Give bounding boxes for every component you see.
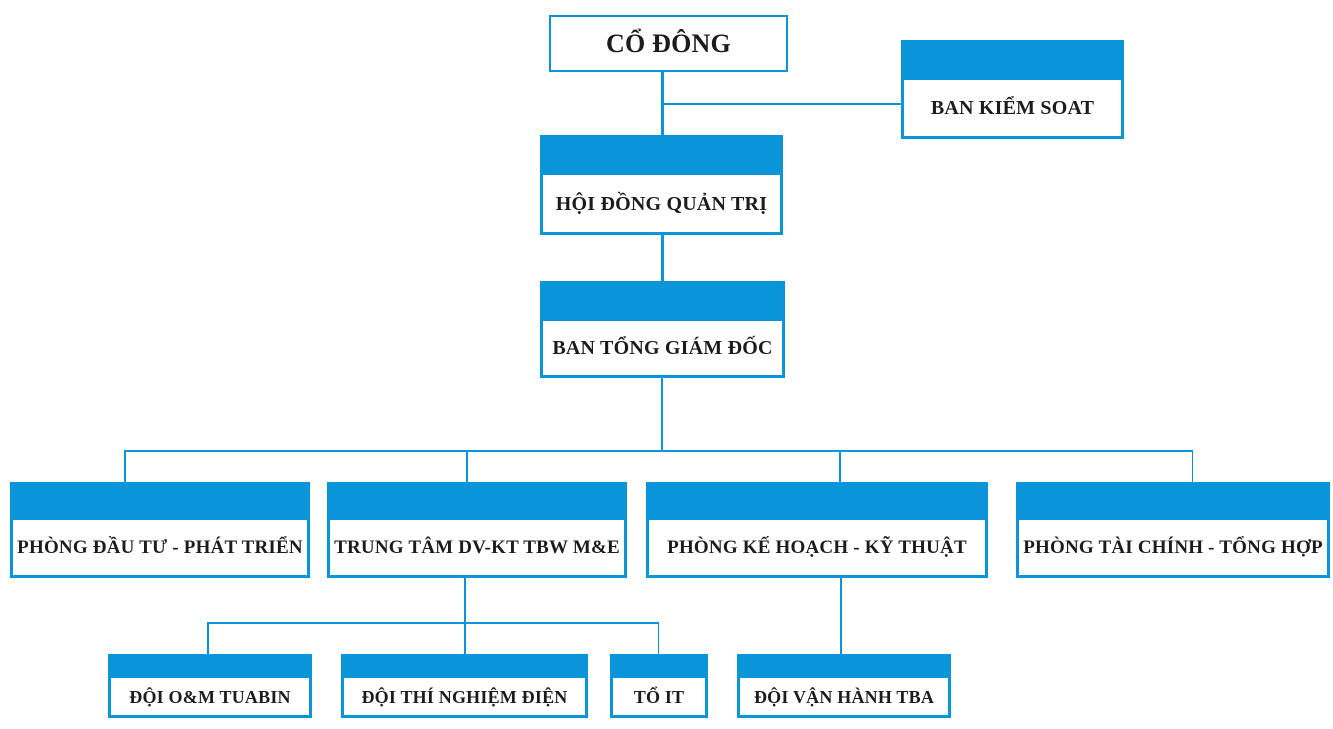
connector-bod-down (661, 235, 664, 281)
org-node-label: HỘI ĐỒNG QUẢN TRỊ (555, 192, 768, 215)
node-header-bar (543, 281, 782, 321)
org-node-dept-planning: PHÒNG KẾ HOẠCH - KỸ THUẬT (646, 482, 988, 578)
connector-depts-horizontal (124, 450, 1193, 452)
org-node-label: ĐỘI VẬN HÀNH TBA (753, 686, 935, 707)
org-node-supervisory-board: BAN KIỂM SOAT (901, 40, 1124, 139)
org-node-board-of-directors: HỘI ĐỒNG QUẢN TRỊ (540, 135, 783, 235)
org-node-general-directorate: BAN TỔNG GIÁM ĐỐC (540, 281, 785, 378)
connector-drop-team2 (464, 622, 466, 654)
connector-center-down (464, 578, 466, 623)
node-header-bar (649, 482, 985, 520)
org-node-label: ĐỘI THÍ NGHIỆM ĐIỆN (361, 686, 568, 707)
org-node-team-substation-operation: ĐỘI VẬN HÀNH TBA (737, 654, 951, 718)
connector-drop-team3 (657, 622, 660, 654)
org-node-team-it: TỔ IT (610, 654, 708, 718)
node-header-bar (344, 654, 585, 678)
node-header-bar (13, 482, 307, 520)
connector-drop-dept2 (466, 450, 468, 482)
org-node-label: BAN TỔNG GIÁM ĐỐC (552, 337, 773, 359)
org-node-dept-finance: PHÒNG TÀI CHÍNH - TỔNG HỢP (1016, 482, 1330, 578)
org-node-dept-investment: PHÒNG ĐẦU TƯ - PHÁT TRIỂN (10, 482, 310, 578)
org-node-label: PHÒNG KẾ HOẠCH - KỸ THUẬT (667, 537, 967, 558)
connector-drop-team1 (207, 622, 209, 654)
connector-to-supervisory (662, 103, 901, 105)
org-node-shareholders: CỔ ĐÔNG (549, 15, 788, 72)
node-header-bar (613, 654, 705, 678)
connector-planning-to-team4 (840, 578, 842, 654)
org-node-label: CỔ ĐÔNG (606, 28, 731, 58)
org-node-dept-service-center: TRUNG TÂM DV-KT TBW M&E (327, 482, 627, 578)
org-node-team-electrical-testing: ĐỘI THÍ NGHIỆM ĐIỆN (341, 654, 588, 718)
connector-drop-dept1 (124, 450, 126, 482)
org-node-label: BAN KIỂM SOAT (930, 97, 1095, 119)
node-header-bar (740, 654, 948, 678)
node-header-bar (904, 40, 1121, 80)
connector-drop-dept4 (1191, 450, 1194, 482)
node-header-bar (1019, 482, 1327, 520)
connector-teams-horizontal (207, 622, 659, 624)
connector-drop-dept3 (839, 450, 841, 482)
org-node-label: ĐỘI O&M TUABIN (129, 686, 291, 707)
org-node-label: PHÒNG ĐẦU TƯ - PHÁT TRIỂN (17, 537, 303, 558)
connector-gd-down (661, 378, 663, 450)
node-header-bar (330, 482, 624, 520)
node-header-bar (543, 135, 780, 175)
org-node-label: PHÒNG TÀI CHÍNH - TỔNG HỢP (1023, 537, 1323, 558)
org-node-label: TRUNG TÂM DV-KT TBW M&E (334, 537, 620, 558)
node-header-bar (111, 654, 309, 678)
org-node-team-om-turbine: ĐỘI O&M TUABIN (108, 654, 312, 718)
org-node-label: TỔ IT (633, 686, 685, 707)
